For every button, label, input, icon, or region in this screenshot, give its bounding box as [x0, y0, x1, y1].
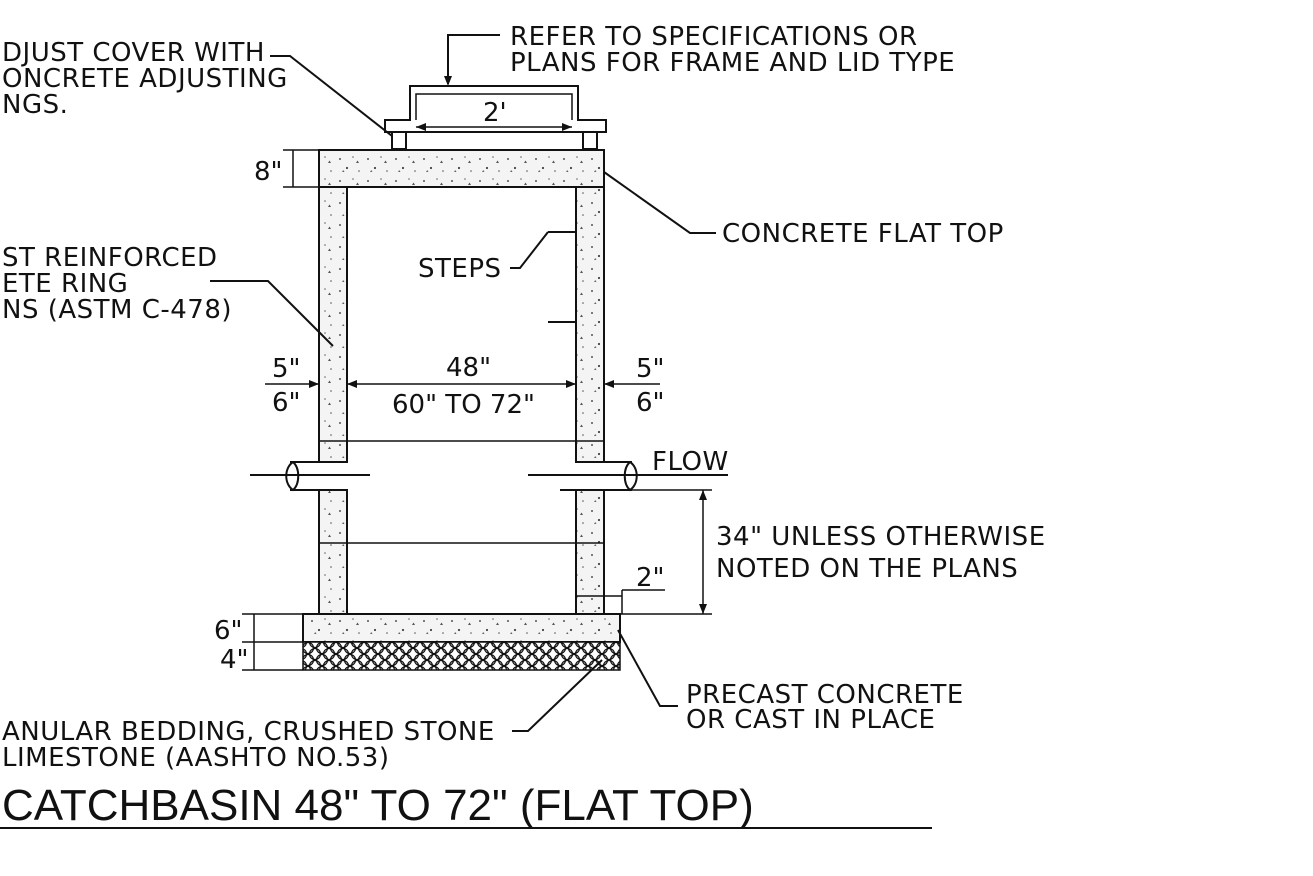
- riser-walls: [318, 186, 605, 615]
- offset-dim: [576, 589, 665, 614]
- adjust-cover-note-line1: DJUST COVER WITH: [2, 38, 265, 68]
- bedding-thickness-label: 4": [220, 645, 249, 675]
- top-thickness-dim: [283, 149, 319, 188]
- base-slab: [302, 613, 621, 643]
- stone-bedding: [302, 641, 621, 671]
- frame-lid-note-line2: PLANS FOR FRAME AND LID TYPE: [510, 48, 955, 78]
- bedding-note-line2: LIMESTONE (AASHTO NO.53): [2, 743, 389, 773]
- base-note-line1: PRECAST CONCRETE: [686, 680, 964, 710]
- opening-dim: 2': [483, 98, 507, 128]
- ring-note-line3: NS (ASTM C-478): [2, 295, 232, 325]
- adjust-cover-note-line2: ONCRETE ADJUSTING: [2, 64, 288, 94]
- flat-top-slab: [318, 149, 605, 188]
- sump-note-line1: 34" UNLESS OTHERWISE: [716, 522, 1046, 552]
- wall-right-top: 5": [636, 354, 665, 384]
- wall-right-bottom: 6": [636, 388, 665, 418]
- base-thickness-label: 6": [214, 616, 243, 646]
- leader-lines: [210, 34, 716, 732]
- bedding-note-line1: ANULAR BEDDING, CRUSHED STONE: [2, 717, 495, 747]
- inside-diameter-top: 48": [446, 353, 491, 383]
- frame-lid-note-line1: REFER TO SPECIFICATIONS OR: [510, 22, 918, 52]
- sump-note-line2: NOTED ON THE PLANS: [716, 554, 1018, 584]
- steps-note: STEPS: [418, 254, 502, 284]
- top-thickness-label: 8": [254, 157, 283, 187]
- inlet-pipe-left: [250, 461, 370, 492]
- wall-left-bottom: 6": [272, 388, 301, 418]
- inside-diameter-bottom: 60" TO 72": [392, 390, 535, 420]
- adjust-cover-note-line3: NGS.: [2, 90, 68, 120]
- steps: [548, 231, 576, 323]
- flat-top-note: CONCRETE FLAT TOP: [722, 219, 1004, 249]
- offset-label: 2": [636, 563, 665, 593]
- ring-note-line1: ST REINFORCED: [2, 243, 218, 273]
- wall-left-top: 5": [272, 354, 301, 384]
- ring-note-line2: ETE RING: [2, 269, 128, 299]
- base-note-line2: OR CAST IN PLACE: [686, 705, 935, 735]
- base-thickness-dim: [242, 613, 303, 671]
- wall-dims: [265, 380, 660, 388]
- flow-label: FLOW: [652, 447, 729, 477]
- drawing-title: CATCHBASIN 48" TO 72" (FLAT TOP): [2, 781, 754, 830]
